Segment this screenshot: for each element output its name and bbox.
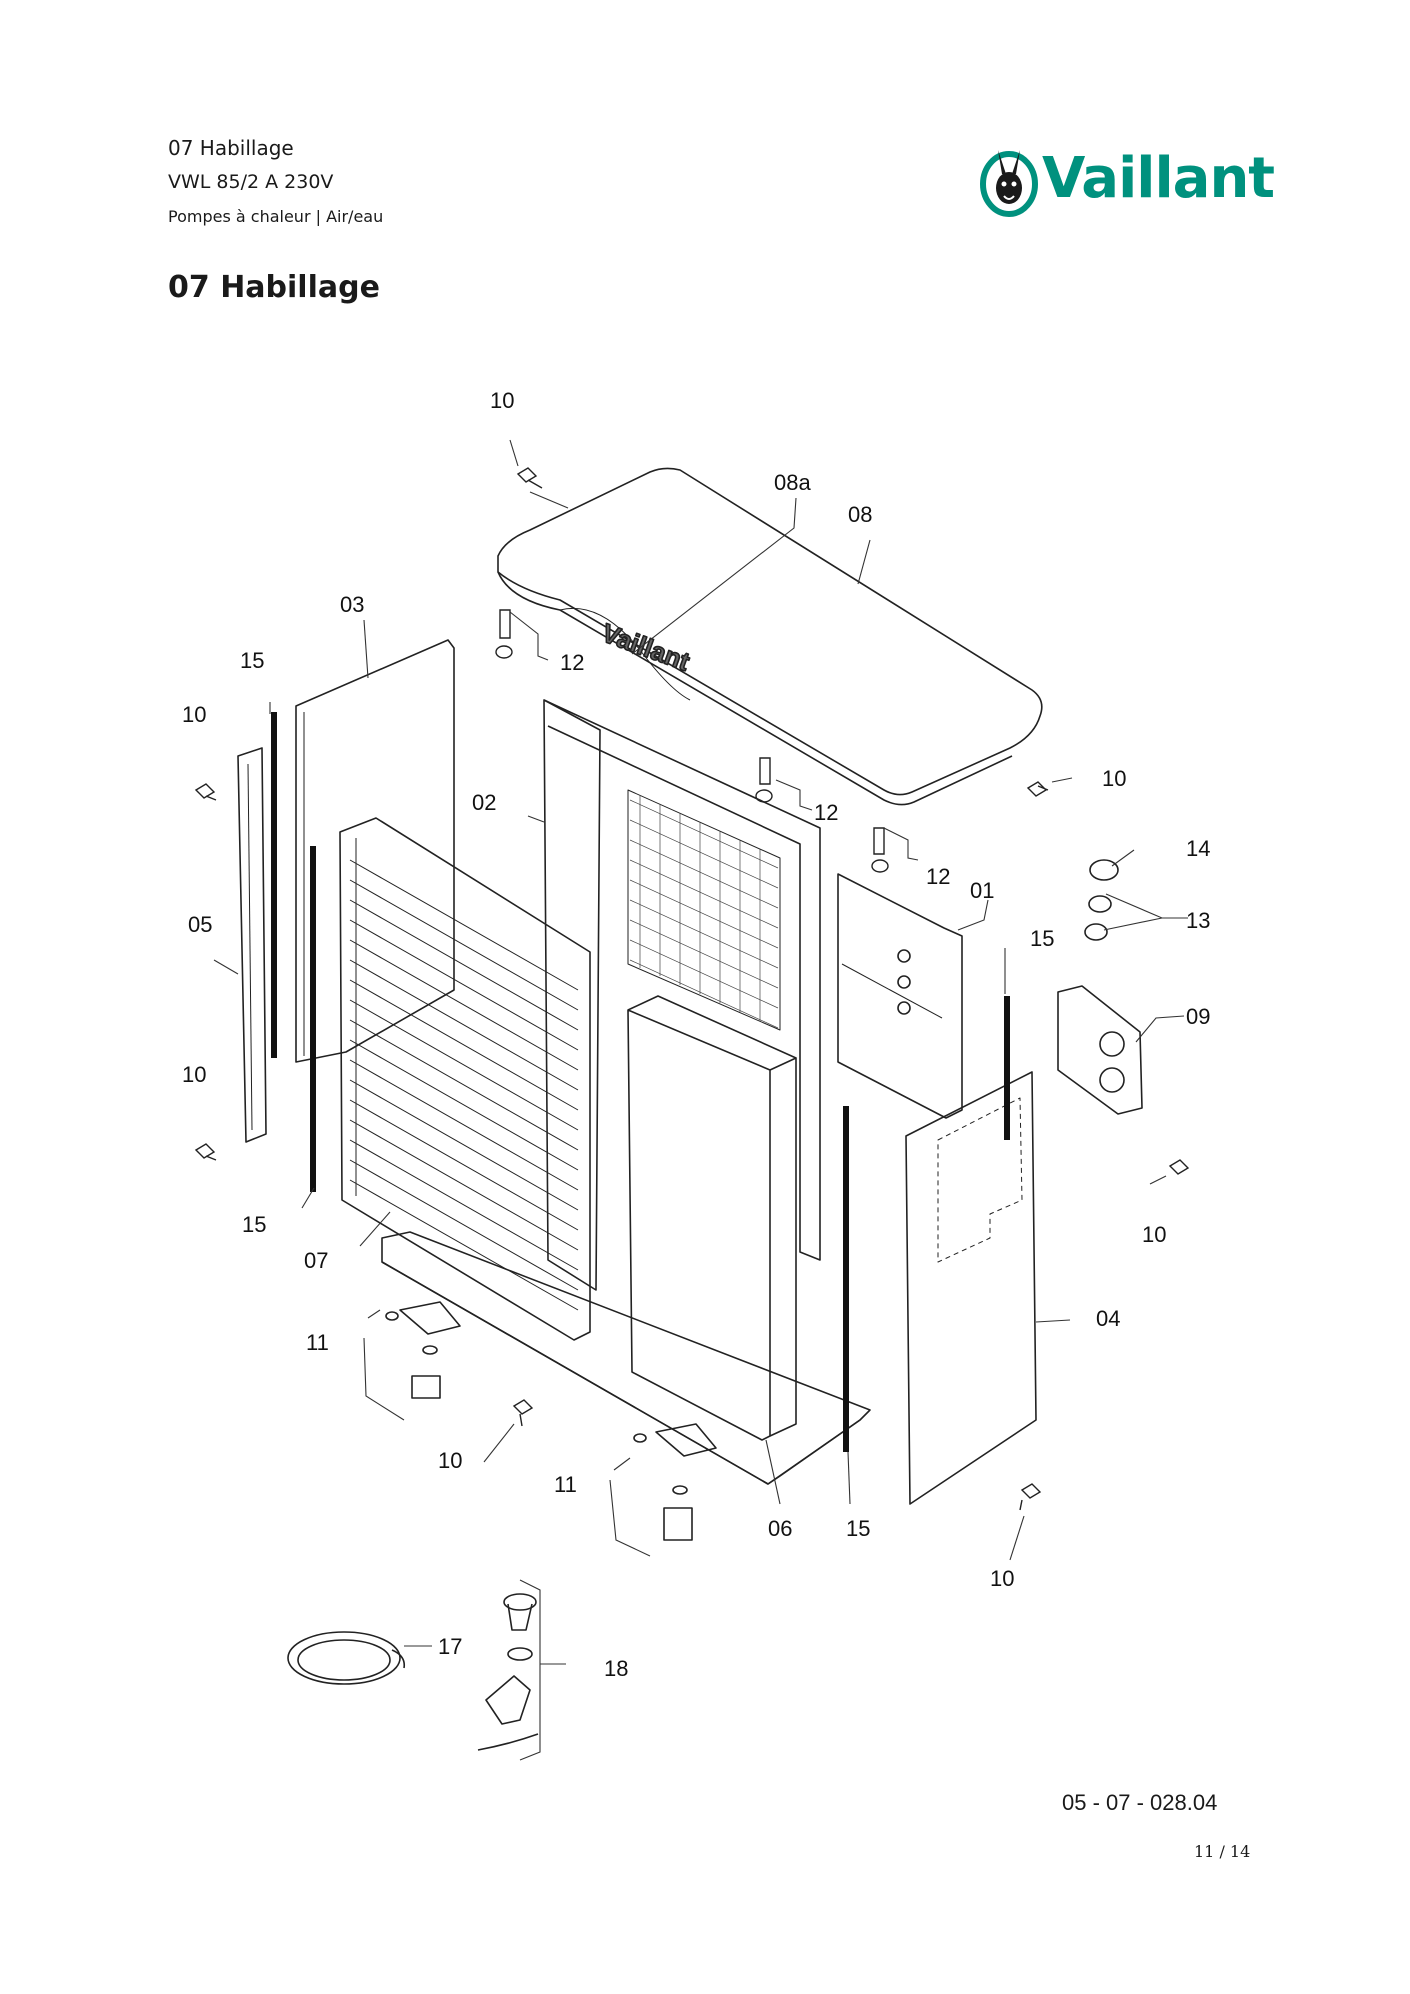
callout-10: 10	[182, 1062, 206, 1087]
brand-wordmark: Vaillant	[1042, 146, 1275, 211]
hare-logo-icon	[980, 150, 1038, 217]
screw-icon	[512, 1399, 534, 1427]
drawing-code: 05 - 07 - 028.04	[1062, 1790, 1218, 1815]
callout-10: 10	[990, 1566, 1014, 1591]
drain-elbow-part	[477, 1593, 539, 1751]
spacer-icon	[755, 757, 773, 803]
callout-15: 15	[242, 1212, 266, 1237]
gasket-strip-mid	[1004, 996, 1010, 1140]
screw-icon	[516, 467, 543, 489]
callout-10: 10	[438, 1448, 462, 1473]
callout-10: 10	[182, 702, 206, 727]
spacer-icon	[495, 609, 513, 659]
screw-icon	[194, 783, 217, 801]
callout-17: 17	[438, 1634, 462, 1659]
grille-louvers	[349, 859, 579, 1311]
gasket-strip-bottom	[843, 1106, 849, 1452]
fan-grille-mesh	[629, 795, 779, 1029]
screw-icon	[194, 1143, 217, 1161]
spacer-icon	[871, 827, 889, 873]
header-category-line: Pompes à chaleur | Air/eau	[168, 207, 384, 226]
left-side-panel-part	[295, 639, 455, 1063]
gasket-strip-top-left	[271, 712, 277, 1058]
louvered-grille-part	[339, 817, 591, 1341]
header-section-line: 07 Habillage	[168, 136, 294, 160]
fittings-part	[1084, 859, 1119, 941]
header-model-line: VWL 85/2 A 230V	[168, 171, 334, 193]
right-service-panel-part	[905, 1071, 1037, 1505]
callout-06: 06	[768, 1516, 792, 1541]
callout-05: 05	[188, 912, 212, 937]
drain-hose-part	[287, 1631, 406, 1685]
callout-01: 01	[970, 878, 994, 903]
gasket-strip-left	[310, 846, 316, 1192]
screw-icon	[1168, 1159, 1190, 1175]
panel-logo-text: Vaillant	[598, 617, 694, 676]
vibration-damper-left	[385, 1301, 461, 1399]
callout-04: 04	[1096, 1306, 1120, 1331]
callout-12: 12	[926, 864, 950, 889]
callout-09: 09	[1186, 1004, 1210, 1029]
callout-15: 15	[240, 648, 264, 673]
callout-03: 03	[340, 592, 364, 617]
callout-14: 14	[1186, 836, 1210, 861]
corner-strip-part	[237, 747, 267, 1143]
top-cover-part	[497, 467, 1043, 806]
callout-07: 07	[304, 1248, 328, 1273]
callout-10: 10	[1102, 766, 1126, 791]
callout-13: 13	[1186, 908, 1210, 933]
callout-11: 11	[306, 1330, 329, 1355]
callout-15: 15	[846, 1516, 870, 1541]
base-plate-part	[381, 1231, 871, 1485]
callout-08: 08	[848, 502, 872, 527]
callout-labels: 10 08a 08 03 12 15 10 10 02 12 14 12 01 …	[182, 388, 1210, 1681]
callout-11: 11	[554, 1472, 577, 1497]
page-title: 07 Habillage	[168, 270, 380, 305]
callout-08a: 08a	[774, 470, 811, 495]
callout-10: 10	[490, 388, 514, 413]
vaillant-logo: Vaillant	[980, 140, 1275, 230]
connection-plate-part	[1057, 985, 1143, 1115]
front-lower-panel-part	[627, 995, 797, 1441]
vibration-damper-mid	[633, 1423, 717, 1541]
screw-icon	[1026, 781, 1049, 797]
rear-frame-part	[543, 699, 821, 1291]
right-frame-part	[837, 873, 963, 1119]
callout-10: 10	[1142, 1222, 1166, 1247]
callout-02: 02	[472, 790, 496, 815]
gasket-strips	[271, 712, 1010, 1452]
callout-15: 15	[1030, 926, 1054, 951]
page-number: 11 / 14	[1194, 1842, 1251, 1861]
callout-12: 12	[560, 650, 584, 675]
callout-18: 18	[604, 1656, 628, 1681]
callout-12: 12	[814, 800, 838, 825]
leader-lines	[213, 439, 1188, 1761]
screw-icon	[1019, 1483, 1042, 1511]
